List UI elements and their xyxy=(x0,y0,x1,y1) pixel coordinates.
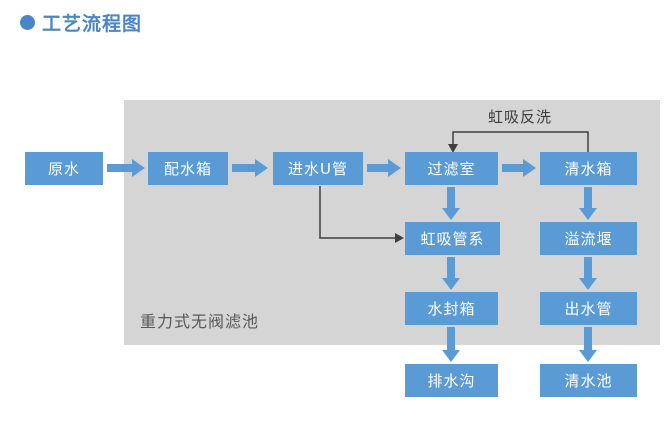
node-drainage-ditch: 排水沟 xyxy=(405,364,498,397)
node-filter-chamber: 过滤室 xyxy=(405,152,498,185)
backwash-label: 虹吸反洗 xyxy=(487,108,552,126)
page-header: 工艺流程图 xyxy=(20,9,142,36)
node-clean-water-pool: 清水池 xyxy=(540,364,637,397)
node-raw-water: 原水 xyxy=(25,152,103,185)
node-overflow-weir: 溢流堰 xyxy=(540,222,637,255)
title-bullet-icon xyxy=(20,15,35,30)
node-inlet-u-pipe: 进水U管 xyxy=(273,152,363,185)
node-distribution-tank: 配水箱 xyxy=(148,152,228,185)
node-water-seal-tank: 水封箱 xyxy=(405,292,498,325)
node-outlet-pipe: 出水管 xyxy=(540,292,637,325)
page-title: 工艺流程图 xyxy=(42,13,143,35)
panel-label: 重力式无阀滤池 xyxy=(140,312,260,331)
node-clean-water-tank: 清水箱 xyxy=(540,152,637,185)
node-siphon-pipe-system: 虹吸管系 xyxy=(405,222,500,255)
